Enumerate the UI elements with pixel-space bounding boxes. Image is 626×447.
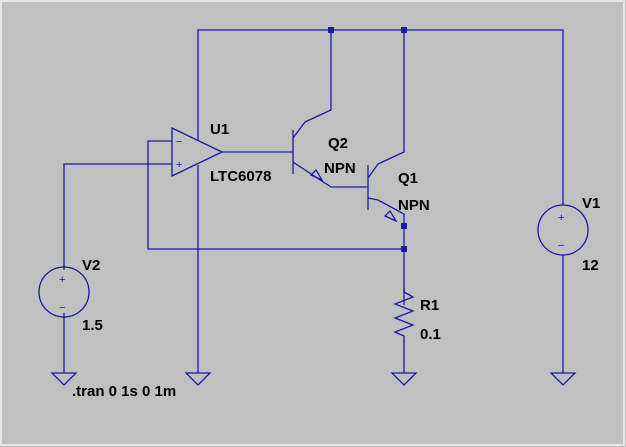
q2-emitter-lead: [292, 161, 306, 171]
transistor-q1[interactable]: [367, 163, 398, 223]
junction-dot: [401, 223, 407, 229]
v2-value-label[interactable]: 1.5: [82, 317, 103, 334]
opamp-noninverting-pin: +: [176, 159, 182, 171]
v2-ref-label[interactable]: V2: [82, 257, 100, 274]
q1-emitter-arrow: [383, 209, 398, 223]
u1-ref-label[interactable]: U1: [210, 121, 229, 138]
wires: [63, 29, 564, 373]
q1-collector-lead: [367, 163, 379, 179]
ground-icon: [184, 372, 212, 386]
q2-collector-lead: [292, 121, 306, 139]
u1-part-label[interactable]: LTC6078: [210, 168, 271, 185]
r1-value-label[interactable]: 0.1: [420, 326, 441, 343]
spice-directive[interactable]: .tran 0 1s 0 1m: [72, 383, 176, 400]
opamp-inverting-pin: −: [176, 136, 182, 148]
opamp-triangle: [171, 126, 224, 178]
v2-circle: [38, 266, 90, 318]
q1-type-label[interactable]: NPN: [398, 197, 430, 214]
q1-emitter-wire: [377, 199, 405, 305]
junction-dot: [401, 246, 407, 252]
v1-minus-sign: −: [558, 240, 564, 252]
q2-type-label[interactable]: NPN: [324, 160, 356, 177]
q1-ref-label[interactable]: Q1: [398, 170, 418, 187]
v2-minus-sign: −: [59, 302, 65, 314]
q2-ref-label[interactable]: Q2: [328, 135, 348, 152]
junction-dot: [401, 27, 407, 33]
resistor-r1[interactable]: [393, 288, 415, 342]
supply-rail-wire: [197, 29, 564, 205]
r1-zigzag: [393, 288, 415, 342]
voltage-source-v2[interactable]: + −: [38, 266, 90, 318]
ground-icon: [549, 372, 577, 386]
labels: U1 LTC6078 Q2 NPN Q1 NPN R1 0.1 V1 12 V2…: [72, 121, 600, 400]
junctions: [328, 27, 407, 252]
v1-value-label[interactable]: 12: [582, 257, 599, 274]
grounds: [50, 372, 577, 386]
q1-collector-wire: [377, 30, 405, 165]
q1-emitter-lead: [367, 197, 379, 201]
v1-ref-label[interactable]: V1: [582, 195, 600, 212]
q2-emitter-arrow: [309, 168, 324, 182]
feedback-wire: [147, 140, 404, 250]
ground-icon: [50, 372, 78, 386]
v2-plus-sign: +: [59, 274, 65, 286]
ground-icon: [390, 372, 418, 386]
opamp-u1[interactable]: − +: [171, 126, 224, 178]
r1-ref-label[interactable]: R1: [420, 297, 439, 314]
transistor-q2[interactable]: [292, 121, 324, 182]
v1-plus-sign: +: [558, 212, 564, 224]
v1-circle: [537, 204, 589, 256]
voltage-source-v1[interactable]: + −: [537, 204, 589, 256]
v2-input-wire: [63, 163, 172, 270]
junction-dot: [328, 27, 334, 33]
q2-collector-wire: [304, 30, 332, 123]
